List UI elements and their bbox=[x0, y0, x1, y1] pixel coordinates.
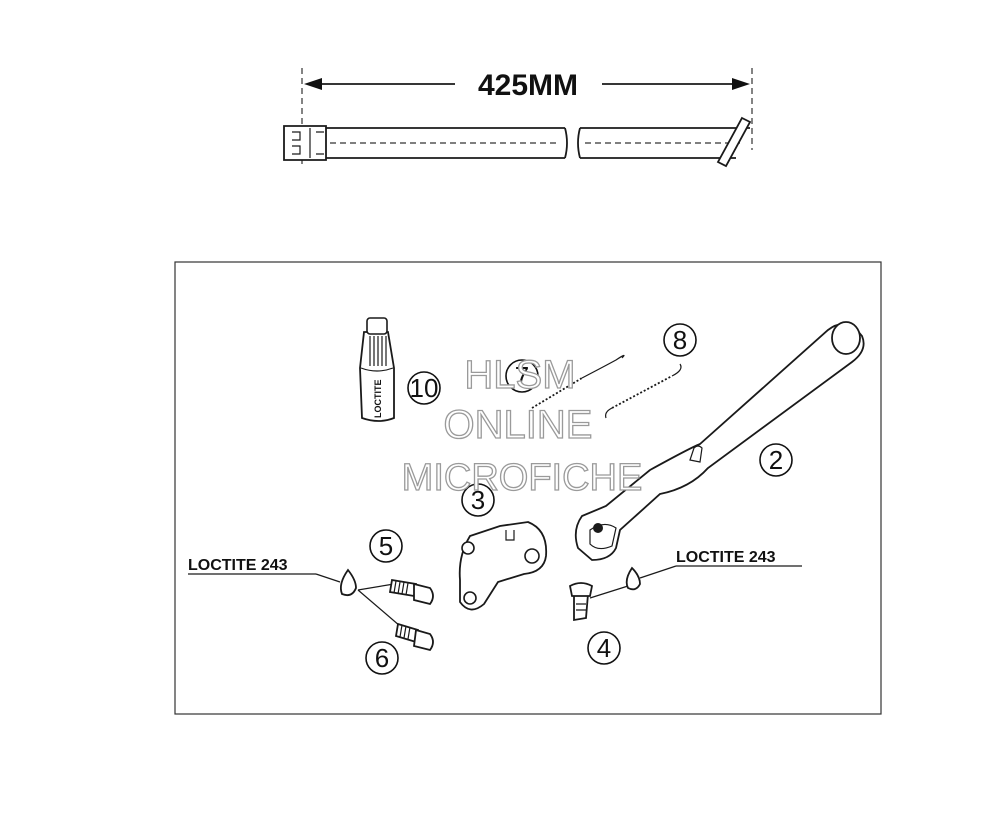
stand-tube-right bbox=[577, 116, 752, 168]
svg-text:8: 8 bbox=[673, 325, 687, 355]
callout-5: 5 bbox=[369, 529, 403, 563]
svg-text:2: 2 bbox=[769, 445, 783, 475]
dimension-label: 425MM bbox=[478, 69, 578, 102]
callout-10: 10 bbox=[407, 371, 441, 405]
bottle-label: LOCTITE bbox=[373, 380, 383, 419]
screw-upper bbox=[388, 578, 434, 606]
callout-2: 2 bbox=[759, 443, 793, 477]
loctite-drop-left: LOCTITE 243 bbox=[188, 557, 401, 627]
svg-text:HLSM: HLSM bbox=[464, 353, 575, 397]
svg-text:4: 4 bbox=[597, 633, 611, 663]
stand-length-drawing: 425MM bbox=[283, 68, 753, 168]
screw-lower bbox=[394, 622, 434, 652]
callout-8: 8 bbox=[663, 323, 697, 357]
svg-text:7: 7 bbox=[515, 361, 529, 391]
diagram-frame bbox=[174, 261, 882, 715]
stand-bracket bbox=[458, 521, 548, 611]
svg-text:6: 6 bbox=[375, 643, 389, 673]
dimension-arrow-right bbox=[732, 78, 750, 90]
watermark: HLSM ONLINE MICROFICHE bbox=[401, 352, 643, 499]
loctite-label-right: LOCTITE 243 bbox=[676, 549, 776, 566]
dimension-arrow-left bbox=[304, 78, 322, 90]
loctite-bottle: LOCTITE bbox=[359, 317, 395, 422]
svg-text:MICROFICHE: MICROFICHE bbox=[402, 457, 643, 499]
stand-tube-left bbox=[283, 125, 568, 161]
svg-text:3: 3 bbox=[471, 485, 485, 515]
callout-3: 3 bbox=[461, 483, 495, 517]
svg-text:5: 5 bbox=[379, 531, 393, 561]
callout-4: 4 bbox=[587, 631, 621, 665]
callout-6: 6 bbox=[365, 641, 399, 675]
spring-long bbox=[605, 363, 682, 419]
pivot-bolt bbox=[568, 582, 629, 622]
svg-text:ONLINE: ONLINE bbox=[444, 403, 593, 447]
side-stand bbox=[574, 321, 865, 561]
svg-text:10: 10 bbox=[410, 373, 439, 403]
spring-short bbox=[531, 354, 625, 409]
loctite-drop-right: LOCTITE 243 bbox=[625, 549, 802, 591]
loctite-label-left: LOCTITE 243 bbox=[188, 557, 288, 574]
callout-7: 7 bbox=[505, 359, 539, 393]
